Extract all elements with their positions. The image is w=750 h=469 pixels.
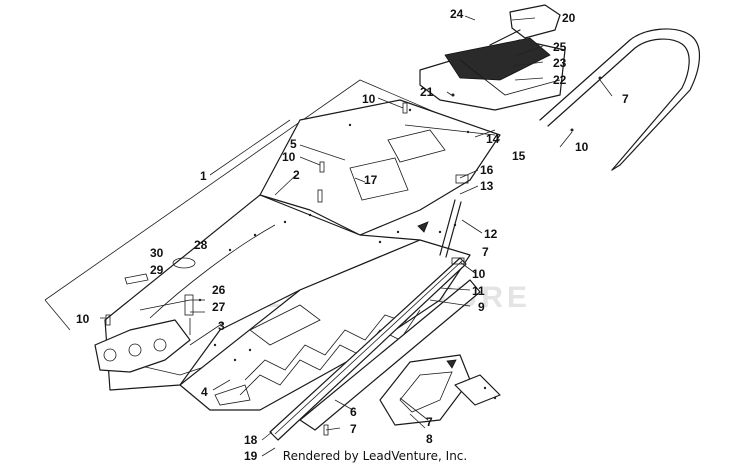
callout-4: 4: [201, 385, 208, 399]
callout-21: 21: [420, 85, 434, 99]
callout-12: 12: [484, 227, 498, 241]
callout-29: 29: [150, 263, 164, 277]
callout-18: 18: [244, 433, 258, 447]
seat-assembly: [419, 37, 566, 111]
callout-6: 6: [350, 405, 357, 419]
callout-10c: 10: [76, 312, 90, 326]
callout-5: 5: [290, 137, 297, 151]
callout-26: 26: [212, 283, 226, 297]
clamp-part-28: [172, 257, 196, 269]
callout-14: 14: [486, 132, 500, 146]
callout-7c: 7: [426, 415, 433, 429]
hardware-pieces: [105, 102, 469, 436]
running-board-part-6: [299, 279, 481, 431]
strip-part-29: [124, 273, 149, 285]
callout-28: 28: [194, 238, 208, 252]
callouts: 1 2 3 4 5 6 7 7 7 7 8 9 10 10 10 10 10 1…: [76, 7, 629, 463]
callout-8: 8: [426, 432, 433, 446]
callout-22: 22: [553, 73, 567, 87]
leader-lines: [100, 15, 613, 457]
callout-20: 20: [562, 11, 576, 25]
callout-17: 17: [364, 173, 378, 187]
callout-10d: 10: [575, 140, 589, 154]
callout-7d: 7: [350, 422, 357, 436]
callout-2: 2: [293, 168, 300, 182]
callout-13: 13: [480, 179, 494, 193]
callout-25: 25: [553, 40, 567, 54]
callout-27: 27: [212, 300, 226, 314]
callout-30: 30: [150, 246, 164, 260]
callout-10b: 10: [282, 150, 296, 164]
linkage-assembly: [94, 294, 194, 373]
callout-10e: 10: [472, 267, 486, 281]
bracket-right: [454, 374, 501, 406]
callout-9: 9: [478, 300, 485, 314]
callout-16: 16: [480, 163, 494, 177]
callout-3: 3: [218, 319, 225, 333]
tread-plate-part-8: [379, 354, 471, 426]
callout-24: 24: [450, 7, 464, 21]
backrest-part-20: [489, 4, 561, 46]
tunnel-top-panel: [259, 99, 501, 236]
callout-10a: 10: [362, 92, 376, 106]
callout-19: 19: [244, 449, 258, 463]
callout-15: 15: [512, 149, 526, 163]
rail-bar: [269, 257, 467, 441]
callout-11: 11: [472, 284, 485, 298]
callout-7b: 7: [482, 245, 489, 259]
arrow-marker: [446, 359, 457, 369]
grab-handle-bumper: [539, 28, 701, 171]
callout-23: 23: [553, 56, 567, 70]
credit-text: Rendered by LeadVenture, Inc.: [282, 449, 468, 463]
rivets: [198, 76, 602, 400]
callout-7a: 7: [622, 92, 629, 106]
arrow-marker: [417, 221, 429, 233]
callout-1: 1: [200, 169, 207, 183]
